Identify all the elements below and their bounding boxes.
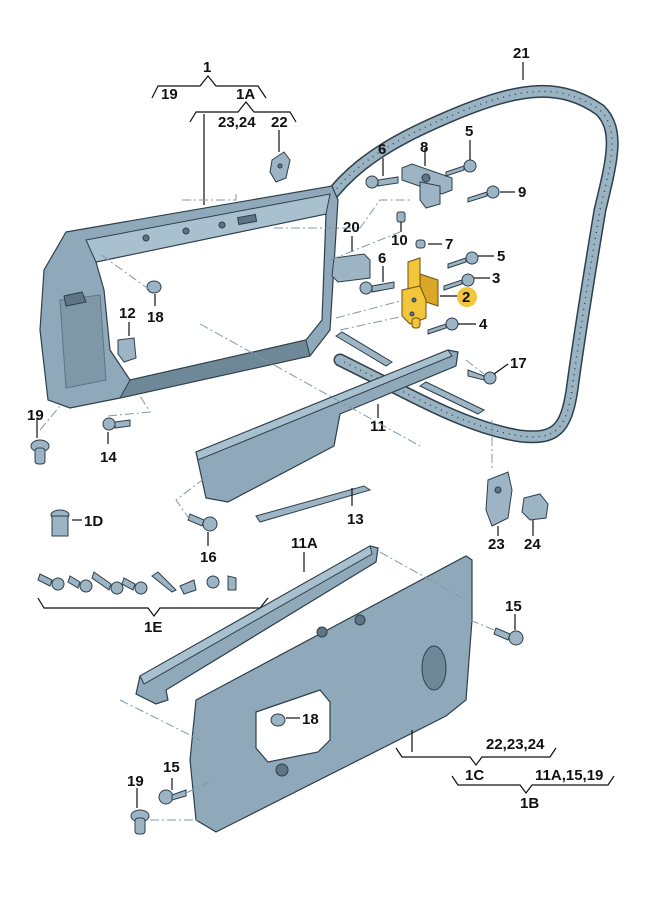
- callout-20: 20: [343, 219, 360, 236]
- callout-18-lower: 18: [302, 711, 319, 728]
- callout-11A-15-19: 11A,15,19: [535, 767, 603, 784]
- callout-11: 11: [370, 418, 386, 435]
- screw-16: 16: [187, 513, 218, 566]
- part-12-and-18-upper: 18 12: [117, 280, 164, 363]
- highlight-badge: [457, 287, 477, 307]
- callout-23: 23: [488, 536, 505, 553]
- hinge-part-2-highlighted: 7 6 5 3 2 4: [359, 236, 505, 335]
- screw-6-lower: [359, 281, 395, 295]
- callout-16: 16: [200, 549, 217, 566]
- callout-10: 10: [391, 232, 408, 249]
- part-22-bracket: [269, 151, 291, 183]
- door-trim-11: 11: [195, 349, 459, 503]
- screw-14-and-bolt-19: 14 19: [27, 407, 131, 466]
- callout-4: 4: [479, 316, 488, 333]
- screw-3: [443, 273, 475, 291]
- callout-24: 24: [524, 536, 541, 553]
- callout-6-lower: 6: [378, 250, 386, 267]
- callout-22: 22: [271, 114, 288, 131]
- screw-5-upper: [445, 159, 477, 177]
- brace-group-1B-1C: 22,23,24 1C 11A,15,19 1B: [395, 730, 615, 812]
- parts-23-24: 23 24: [485, 471, 549, 553]
- callout-13: 13: [347, 511, 364, 528]
- callout-1D: 1D: [84, 513, 103, 530]
- screw-9: [467, 185, 500, 203]
- callout-9: 9: [518, 184, 526, 201]
- callout-11A: 11A: [291, 535, 318, 552]
- rivet-nut-1D: 1D: [50, 509, 103, 537]
- callout-6-upper: 6: [378, 141, 386, 158]
- callout-21: 21: [513, 45, 530, 62]
- callout-17: 17: [510, 355, 527, 372]
- callout-1: 1: [203, 59, 211, 76]
- callout-5-upper: 5: [465, 123, 473, 140]
- callout-1C: 1C: [465, 767, 484, 784]
- door-trim-11A: 11A: [135, 535, 379, 705]
- door-inner-panel: 18: [189, 555, 473, 833]
- callout-2: 2: [462, 289, 470, 306]
- callout-8: 8: [420, 139, 428, 156]
- upper-hinge-assembly: 6 8 5 9 10: [365, 123, 526, 249]
- callout-19-left: 19: [27, 407, 44, 424]
- callout-12: 12: [119, 305, 136, 322]
- callout-18-upper: 18: [147, 309, 164, 326]
- part-20-pad: 20: [331, 219, 371, 283]
- assembly-lines: [39, 192, 495, 821]
- screw-4: [427, 317, 459, 335]
- seal-strips: 13: [255, 331, 486, 528]
- callout-1A: 1A: [236, 86, 255, 103]
- callout-1B: 1B: [520, 795, 539, 812]
- screw-15-right: 15: [493, 598, 524, 646]
- callout-19-top: 19: [161, 86, 178, 103]
- screw-17: 17: [467, 355, 527, 385]
- callout-23-24-top: 23,24: [218, 114, 256, 131]
- screw-5-lower: [447, 251, 479, 269]
- callout-7: 7: [445, 236, 453, 253]
- callout-1E: 1E: [144, 619, 162, 636]
- callout-5-lower: 5: [497, 248, 505, 265]
- door-seal-21: 21: [293, 45, 619, 444]
- callout-14: 14: [100, 449, 117, 466]
- callout-15-right: 15: [505, 598, 522, 615]
- brace-group-1: 1 19 1A 23,24 22: [151, 59, 297, 205]
- screw-15-and-bolt-19-lower: 15 19: [127, 759, 187, 835]
- screw-6-upper: [365, 175, 399, 189]
- door-window-frame: [39, 185, 339, 409]
- callout-15-lower: 15: [163, 759, 180, 776]
- callout-19-lower: 19: [127, 773, 144, 790]
- callout-22-23-24: 22,23,24: [486, 736, 545, 753]
- callout-3: 3: [492, 270, 500, 287]
